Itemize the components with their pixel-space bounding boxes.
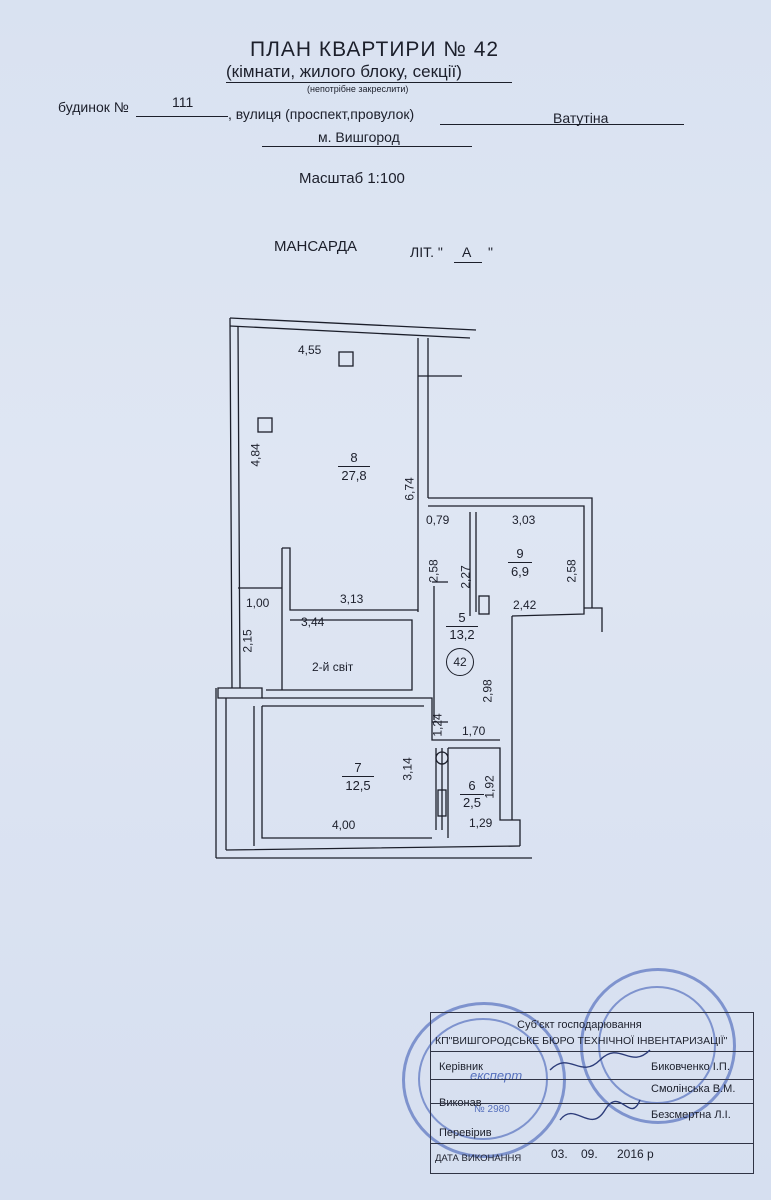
lit-value: А	[462, 244, 472, 260]
dim-label: 0,79	[426, 513, 450, 527]
room-number: 7	[354, 760, 362, 775]
room-area: 6,9	[510, 564, 530, 579]
room-number: 6	[468, 778, 476, 793]
stamp-date-day: 03.	[551, 1147, 568, 1161]
lit-close: "	[488, 244, 493, 260]
dim-label: 1,00	[246, 596, 270, 610]
street-value: Ватутіна	[553, 110, 609, 126]
dim-label: 1,29	[469, 816, 493, 830]
round-seal-right	[580, 968, 736, 1124]
scale: Масштаб 1:100	[299, 170, 405, 187]
dim-label: 1,70	[462, 724, 486, 738]
lit-underline	[454, 262, 482, 263]
room-divider	[342, 776, 374, 777]
dim-label: 1,24	[430, 713, 445, 737]
stamp-bureau: КП"ВИШГОРОДСЬКЕ БЮРО ТЕХНІЧНОЇ ІНВЕНТАРИ…	[435, 1035, 728, 1047]
stamp-divider	[431, 1079, 753, 1080]
room-area: 2,5	[462, 795, 482, 810]
stamp-person: Биковченко І.П.	[651, 1061, 730, 1073]
room-area: 27,8	[341, 468, 367, 483]
street-label: , вулиця (проспект,провулок)	[228, 106, 415, 122]
stamp-date-month: 09.	[581, 1147, 598, 1161]
room-divider	[460, 794, 484, 795]
room-divider	[338, 466, 370, 467]
dim-label: 2,58	[426, 559, 441, 583]
house-label: будинок №	[58, 99, 129, 115]
house-underline	[136, 116, 228, 117]
room-divider	[508, 562, 532, 563]
stamp-divider	[431, 1051, 753, 1052]
apartment-number-circle: 42	[446, 648, 474, 676]
stamp-person: Смолінська В.М.	[651, 1083, 736, 1095]
dim-label: 4,55	[298, 343, 322, 357]
floor-label: МАНСАРДА	[274, 238, 358, 255]
dim-label: 3,44	[301, 615, 325, 629]
second-light-label: 2-й світ	[312, 660, 354, 674]
dim-label: 2,98	[480, 679, 495, 703]
strike-note: (непотрібне закреслити)	[307, 84, 409, 94]
stamp-entity: Суб'єкт господарювання	[517, 1019, 642, 1031]
dim-label: 3,03	[512, 513, 536, 527]
stamp-person: Безсмертна Л.І.	[651, 1109, 731, 1121]
round-seal-left	[402, 1002, 566, 1158]
stamp-role: Керівник	[439, 1061, 483, 1073]
dim-label: 3,13	[340, 592, 364, 606]
stamp-date-label: ДАТА ВИКОНАННЯ	[435, 1153, 522, 1164]
room-number: 5	[458, 610, 466, 625]
stamp-divider	[431, 1143, 753, 1144]
dim-label: 2,15	[240, 629, 255, 653]
room-divider	[446, 626, 478, 627]
dim-label: 2,27	[458, 565, 473, 589]
city-underline	[262, 146, 472, 147]
dim-label: 4,00	[332, 818, 356, 832]
page-subtitle: (кімнати, жилого блоку, секції)	[226, 62, 462, 81]
dim-label: 4,84	[248, 443, 263, 467]
subtitle-underline	[226, 82, 512, 83]
stamp-table: Суб'єкт господарювання КП"ВИШГОРОДСЬКЕ Б…	[430, 1012, 754, 1174]
stamp-role: Перевірив	[439, 1127, 492, 1139]
street-underline	[440, 124, 684, 125]
lit-label: ЛІТ. "	[410, 244, 443, 260]
room-area: 13,2	[449, 627, 475, 642]
seal-number: № 2980	[474, 1104, 510, 1115]
room-number: 8	[350, 450, 358, 465]
stamp-divider	[431, 1103, 753, 1104]
signatures	[549, 1049, 651, 1121]
room-number: 9	[516, 546, 524, 561]
dim-label: 2,58	[564, 559, 579, 583]
dim-label: 3,14	[400, 757, 415, 781]
page-title: ПЛАН КВАРТИРИ № 42	[250, 38, 500, 61]
stamp-date-year: 2016 р	[617, 1147, 654, 1161]
house-number: 111	[172, 94, 194, 110]
dim-label: 2,42	[513, 598, 537, 612]
city: м. Вишгород	[318, 129, 400, 145]
room-area: 12,5	[345, 778, 371, 793]
dim-label: 6,74	[402, 477, 417, 501]
